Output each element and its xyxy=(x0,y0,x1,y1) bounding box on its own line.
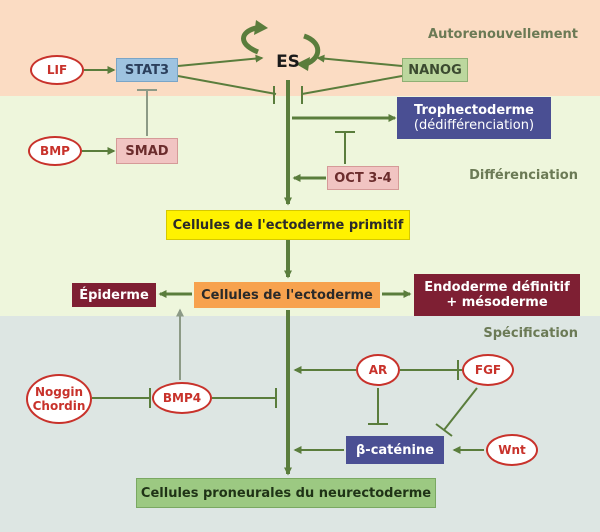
chordin-label: Chordin xyxy=(32,399,86,413)
fgf-inhibit-beta-catenin xyxy=(443,387,478,431)
ar-node: AR xyxy=(356,354,400,386)
differentiation-label: Différenciation xyxy=(469,168,578,183)
self-renewal-label: Autorenouvellement xyxy=(428,27,578,42)
es-renewal-arrow-right xyxy=(303,33,321,67)
endoderm-line1: Endoderme définitif xyxy=(424,280,570,295)
trophectoderm-subtitle: (dédifférenciation) xyxy=(413,118,535,133)
oct34-node: OCT 3-4 xyxy=(327,166,399,190)
nanog-to-es-arrow xyxy=(316,54,403,67)
endoderm-line2: + mésoderme xyxy=(446,295,548,310)
lif-node: LIF xyxy=(30,55,84,85)
primitive-ectoderm-node: Cellules de l'ectoderme primitif xyxy=(166,210,410,240)
wnt-node: Wnt xyxy=(486,434,538,466)
stat3-node: STAT3 xyxy=(116,58,178,82)
ectoderm-node: Cellules de l'ectoderme xyxy=(194,282,380,308)
bmp4-node: BMP4 xyxy=(152,382,212,414)
fgf-node: FGF xyxy=(462,354,514,386)
stat3-to-es-arrow xyxy=(177,54,264,67)
smad-node: SMAD xyxy=(116,138,178,164)
trophectoderm-title: Trophectoderme xyxy=(414,103,534,118)
bmp-node: BMP xyxy=(28,136,82,166)
neuroectoderm-node: Cellules proneurales du neurectoderme xyxy=(136,478,436,508)
self-renewal-band: Autorenouvellement xyxy=(0,0,600,96)
trophectoderm-node: Trophectoderme (dédifférenciation) xyxy=(397,97,551,139)
epidermis-node: Épiderme xyxy=(72,283,156,307)
stat3-inhibit-line xyxy=(177,75,277,95)
noggin-label: Noggin xyxy=(34,385,84,399)
es-renewal-arrow-left xyxy=(241,25,260,55)
beta-catenin-node: β-caténine xyxy=(346,436,444,464)
endoderm-mesoderm-node: Endoderme définitif + mésoderme xyxy=(414,274,580,316)
nanog-node: NANOG xyxy=(402,58,468,82)
es-label: ES xyxy=(276,51,300,72)
nanog-inhibit-line xyxy=(301,75,403,95)
specification-label: Spécification xyxy=(483,326,578,341)
noggin-chordin-node: Noggin Chordin xyxy=(26,374,92,424)
